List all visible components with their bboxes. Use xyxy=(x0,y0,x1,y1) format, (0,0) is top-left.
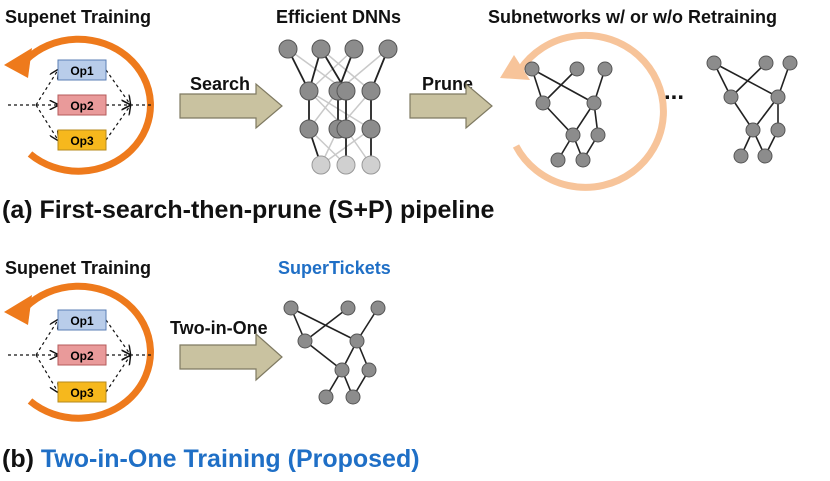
caption-b-main: Two-in-One Training (Proposed) xyxy=(40,445,420,473)
op3-box-b: Op3 xyxy=(57,381,107,403)
op2-label-a: Op2 xyxy=(70,99,94,113)
op3-box-a: Op3 xyxy=(57,129,107,151)
two-in-one-label: Two-in-One xyxy=(170,318,268,338)
supernet-training-label-a: Supenet Training xyxy=(5,7,152,27)
op2-label-b: Op2 xyxy=(70,349,94,363)
supernet-block-a: Op1 Op2 Op3 xyxy=(4,35,154,175)
search-label: Search xyxy=(190,74,251,94)
op2-box-b: Op2 xyxy=(57,344,107,366)
supertickets-label: SuperTickets xyxy=(278,258,391,278)
cycle-arrow-a xyxy=(23,35,154,175)
prune-arrow xyxy=(409,82,493,130)
retrain-cycle-arrow xyxy=(512,31,667,191)
op1-box-b: Op1 xyxy=(57,309,107,331)
prune-label: Prune xyxy=(422,74,474,94)
op1-box-a: Op1 xyxy=(57,59,107,81)
subnetworks-label: Subnetworks w/ or w/o Retraining xyxy=(488,7,778,27)
op2-box-a: Op2 xyxy=(57,94,107,116)
supernet-block-b: Op1 Op2 Op3 xyxy=(4,282,154,422)
retrain-cycle-arrowhead xyxy=(500,55,530,80)
cycle-arrowhead-a xyxy=(4,48,32,78)
ellipsis-text: ... xyxy=(664,78,685,105)
caption-b: (b) Two-in-One Training (Proposed) xyxy=(2,445,420,474)
caption-b-prefix: (b) xyxy=(2,445,41,473)
subnetwork-1 xyxy=(524,61,613,168)
op3-label-b: Op3 xyxy=(70,386,94,400)
two-in-one-arrow xyxy=(179,332,283,382)
op1-label-b: Op1 xyxy=(70,314,94,328)
op1-label-a: Op1 xyxy=(70,64,94,78)
supernet-training-label-b: Supenet Training xyxy=(5,258,152,278)
op3-label-a: Op3 xyxy=(70,134,94,148)
efficient-dnn-network xyxy=(278,39,398,175)
search-arrow xyxy=(179,82,283,130)
efficient-dnns-label: Efficient DNNs xyxy=(276,7,402,27)
supertickets-network xyxy=(283,300,386,405)
cycle-arrowhead-b xyxy=(4,295,32,325)
cycle-arrow-b xyxy=(23,282,154,422)
caption-a: (a) First-search-then-prune (S+P) pipeli… xyxy=(2,196,495,224)
subnetwork-2 xyxy=(706,55,798,164)
